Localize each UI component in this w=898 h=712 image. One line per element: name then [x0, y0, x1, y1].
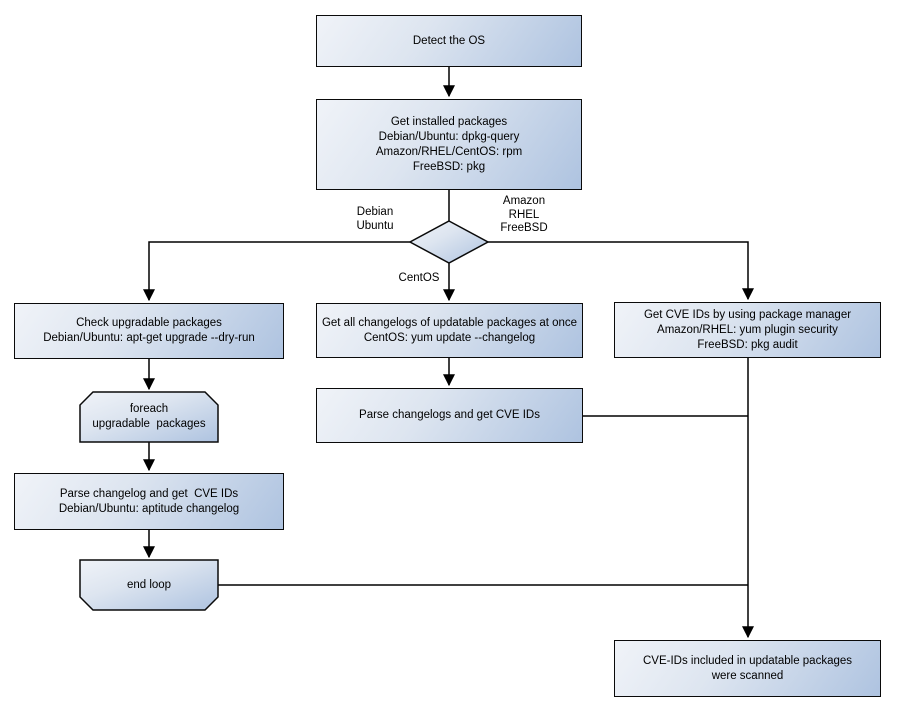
node-parse-changelogs-centos: Parse changelogs and get CVE IDs [316, 388, 583, 443]
node-label: Debian/Ubuntu: apt-get upgrade --dry-run [43, 332, 255, 344]
node-label: Get installed packages [390, 115, 508, 128]
node-parse-changelog-debian: Parse changelog and get CVE IDs Debian/U… [14, 473, 284, 530]
node-label: foreach [129, 403, 169, 415]
node-label: upgradable packages [92, 418, 206, 430]
node-end-loop: end loop [80, 560, 218, 610]
edge-label-line: Amazon [502, 195, 546, 207]
edge-label-line: Ubuntu [356, 219, 394, 232]
end-loop-shape [79, 559, 219, 611]
node-label: CentOS: yum update --changelog [363, 331, 536, 344]
edge-label-centos: CentOS [381, 272, 457, 286]
edge-label-line: CentOS [398, 272, 440, 284]
edge-label-line: FreeBSD [500, 222, 548, 234]
node-foreach-loop: foreach upgradable packages [80, 392, 218, 442]
node-label: FreeBSD: pkg audit [697, 338, 798, 351]
os-decision-diamond [408, 220, 490, 264]
edge-decision-to-check-upgradable [143, 241, 410, 302]
node-detect-os: Detect the OS [316, 15, 582, 67]
node-label: were scanned [711, 669, 784, 682]
node-label: Debian/Ubuntu: aptitude changelog [58, 502, 240, 515]
node-label: Amazon/RHEL: yum plugin security [657, 323, 838, 336]
edge-label-line: Debian [356, 206, 394, 218]
node-label: Parse changelog and get CVE IDs [59, 487, 239, 500]
node-scan-result: CVE-IDs included in updatable packages w… [614, 640, 881, 697]
edge-label-line: RHEL [508, 208, 540, 221]
node-label: Debian/Ubuntu: dpkg-query [378, 130, 520, 143]
node-label: Check upgradable packages [76, 317, 222, 329]
node-label: Parse changelogs and get CVE IDs [359, 409, 540, 421]
node-label: CVE-IDs included in updatable packages [642, 654, 853, 667]
node-label: end loop [126, 578, 172, 591]
node-check-upgradable-packages: Check upgradable packages Debian/Ubuntu:… [14, 303, 284, 359]
foreach-loop-shape [79, 391, 219, 443]
edge-decision-to-get-cve [488, 241, 754, 301]
node-label: Detect the OS [412, 34, 486, 47]
node-get-all-changelogs: Get all changelogs of updatable packages… [316, 303, 583, 358]
edge-label-debian-ubuntu: Debian Ubuntu [337, 206, 413, 233]
node-label: Get all changelogs of updatable packages… [321, 316, 578, 329]
node-label: Amazon/RHEL/CentOS: rpm [375, 145, 523, 158]
node-get-installed-packages: Get installed packages Debian/Ubuntu: dp… [316, 99, 582, 190]
edge-label-amazon-rhel-freebsd: Amazon RHEL FreeBSD [486, 195, 562, 236]
node-get-cve-ids-pkg-manager: Get CVE IDs by using package manager Ama… [614, 302, 881, 358]
node-label: Get CVE IDs by using package manager [643, 308, 852, 321]
node-label: FreeBSD: pkg [412, 160, 486, 173]
